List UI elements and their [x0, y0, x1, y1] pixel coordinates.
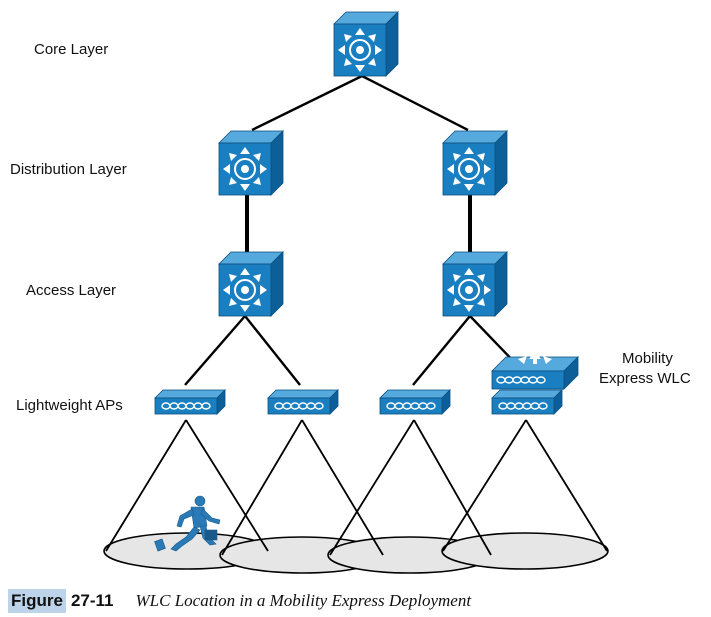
distribution-switch-left-icon [218, 130, 284, 196]
figure-number: 27-11 [70, 591, 114, 610]
access-layer-label: Access Layer [26, 282, 117, 299]
core-layer-label: Core Layer [34, 41, 109, 58]
lightweight-aps-label: Lightweight APs [16, 397, 123, 414]
access-switch-right-icon [442, 251, 508, 317]
figure-caption: Figure 27-11 WLC Location in a Mobility … [8, 588, 471, 614]
distribution-layer-label: Distribution Layer [10, 161, 127, 178]
wlc-label-line1: Mobility [622, 350, 673, 367]
access-point-2-icon [267, 389, 339, 415]
person-icon [154, 495, 221, 552]
figure-tag: Figure [8, 589, 66, 613]
coverage-area-4 [441, 532, 609, 570]
figure-title: WLC Location in a Mobility Express Deplo… [135, 591, 472, 610]
network-diagram [103, 11, 609, 574]
network-links [184, 74, 521, 386]
access-point-3-icon [379, 389, 451, 415]
coverage-areas [103, 532, 609, 574]
access-switch-left-icon [218, 251, 284, 317]
core-switch-icon [333, 11, 399, 77]
access-point-1-icon [154, 389, 226, 415]
mobility-express-wlc-icon [491, 351, 579, 390]
access-point-4-icon [491, 389, 563, 415]
coverage-cones [105, 419, 608, 556]
wlc-label-line2: Express WLC [599, 370, 691, 387]
distribution-switch-right-icon [442, 130, 508, 196]
